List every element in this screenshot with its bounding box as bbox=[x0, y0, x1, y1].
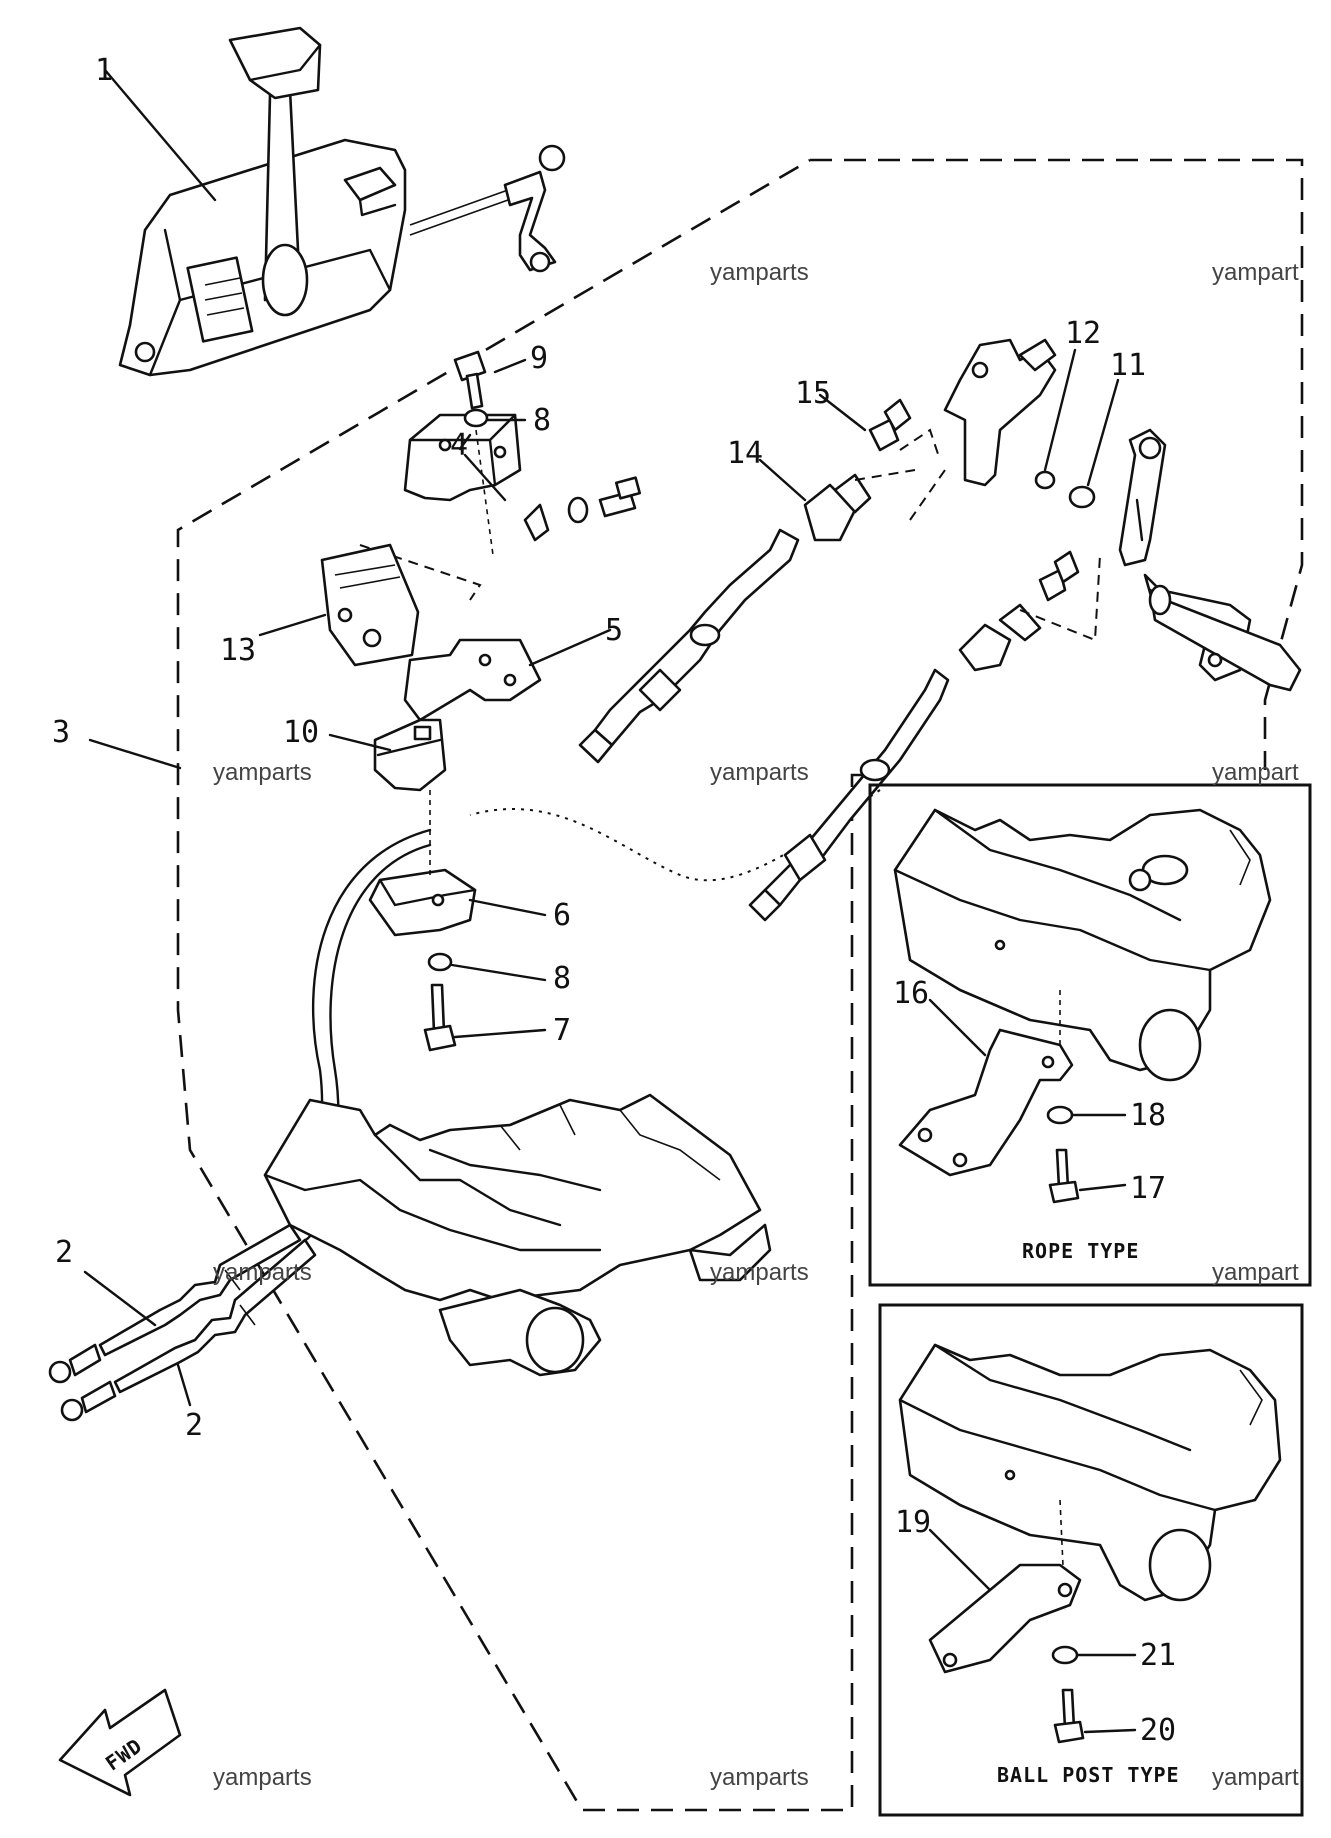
shift-arm bbox=[1118, 428, 1302, 692]
callout-10: 10 bbox=[283, 715, 319, 750]
watermark: yamparts bbox=[213, 1259, 312, 1286]
watermark-edge: yampart bbox=[1212, 259, 1299, 286]
callout-17: 17 bbox=[1130, 1171, 1166, 1206]
callout-14: 14 bbox=[727, 436, 763, 471]
washer-part-12 bbox=[1034, 470, 1056, 490]
assembly-boundary bbox=[176, 158, 1304, 1812]
watermark: yamparts bbox=[213, 759, 312, 786]
watermark-edge: yampart bbox=[1212, 759, 1299, 786]
rope-bracket-part-16 bbox=[898, 1028, 1074, 1177]
callout-7: 7 bbox=[553, 1013, 571, 1048]
callout-16: 16 bbox=[893, 976, 929, 1011]
ball-post-type-inset bbox=[878, 1303, 1304, 1817]
watermark: yamparts bbox=[213, 1764, 312, 1791]
bolt-part-9 bbox=[453, 350, 487, 410]
washer-part-11 bbox=[1068, 485, 1096, 509]
callout-21: 21 bbox=[1140, 1638, 1176, 1673]
watermark-edge: yampart bbox=[1212, 1764, 1299, 1791]
bracket-part-4 bbox=[403, 413, 550, 542]
clamp-part-10 bbox=[373, 718, 447, 792]
callout-15: 15 bbox=[795, 376, 831, 411]
watermark: yamparts bbox=[710, 259, 809, 286]
plate-part-13 bbox=[320, 543, 482, 667]
bracket-part-5 bbox=[403, 638, 542, 722]
shift-linkage bbox=[748, 550, 1101, 922]
callout-11: 11 bbox=[1110, 348, 1146, 383]
callout-6: 6 bbox=[553, 898, 571, 933]
screw-pair bbox=[567, 476, 642, 524]
bolt-part-20 bbox=[1053, 1688, 1085, 1744]
shift-lever-assembly bbox=[899, 338, 1057, 521]
bolt-part-17 bbox=[1048, 1148, 1080, 1204]
fwd-arrow: FWD bbox=[58, 1688, 182, 1797]
outboard-bracket-main bbox=[263, 1093, 772, 1377]
rope-type-inset bbox=[868, 783, 1312, 1287]
callout-13: 13 bbox=[220, 633, 256, 668]
callout-12: 12 bbox=[1065, 316, 1101, 351]
washer-part-8-upper bbox=[463, 408, 489, 428]
remote-control-box bbox=[118, 26, 566, 377]
ball-post-bracket-part-19 bbox=[928, 1563, 1082, 1674]
watermark: yamparts bbox=[710, 1259, 809, 1286]
washer-part-21 bbox=[1051, 1645, 1079, 1665]
callout-2-lower: 2 bbox=[185, 1408, 203, 1443]
callout-2-upper: 2 bbox=[55, 1235, 73, 1270]
throttle-linkage bbox=[578, 398, 916, 764]
callout-8-upper: 8 bbox=[533, 403, 551, 438]
watermark: yamparts bbox=[710, 1764, 809, 1791]
ball-post-bracket bbox=[898, 1343, 1282, 1611]
ball-post-type-label: BALL POST TYPE bbox=[997, 1763, 1180, 1787]
rope-type-bracket bbox=[893, 808, 1272, 1082]
leader-lines bbox=[83, 68, 1137, 1734]
watermark-edge: yampart bbox=[1212, 1259, 1299, 1286]
bolt-part-7 bbox=[423, 983, 457, 1052]
callout-9: 9 bbox=[530, 341, 548, 376]
callout-5: 5 bbox=[605, 613, 623, 648]
callout-19: 19 bbox=[895, 1505, 931, 1540]
callout-18: 18 bbox=[1130, 1098, 1166, 1133]
callout-20: 20 bbox=[1140, 1713, 1176, 1748]
callout-4: 4 bbox=[450, 428, 468, 463]
washer-part-18 bbox=[1046, 1105, 1074, 1125]
washer-part-8-lower bbox=[427, 952, 453, 972]
bracket-part-6 bbox=[368, 868, 477, 937]
rope-type-label: ROPE TYPE bbox=[1022, 1239, 1139, 1263]
watermark: yamparts bbox=[710, 759, 809, 786]
callout-3: 3 bbox=[52, 715, 70, 750]
callout-8-lower: 8 bbox=[553, 961, 571, 996]
callout-1: 1 bbox=[95, 53, 113, 88]
